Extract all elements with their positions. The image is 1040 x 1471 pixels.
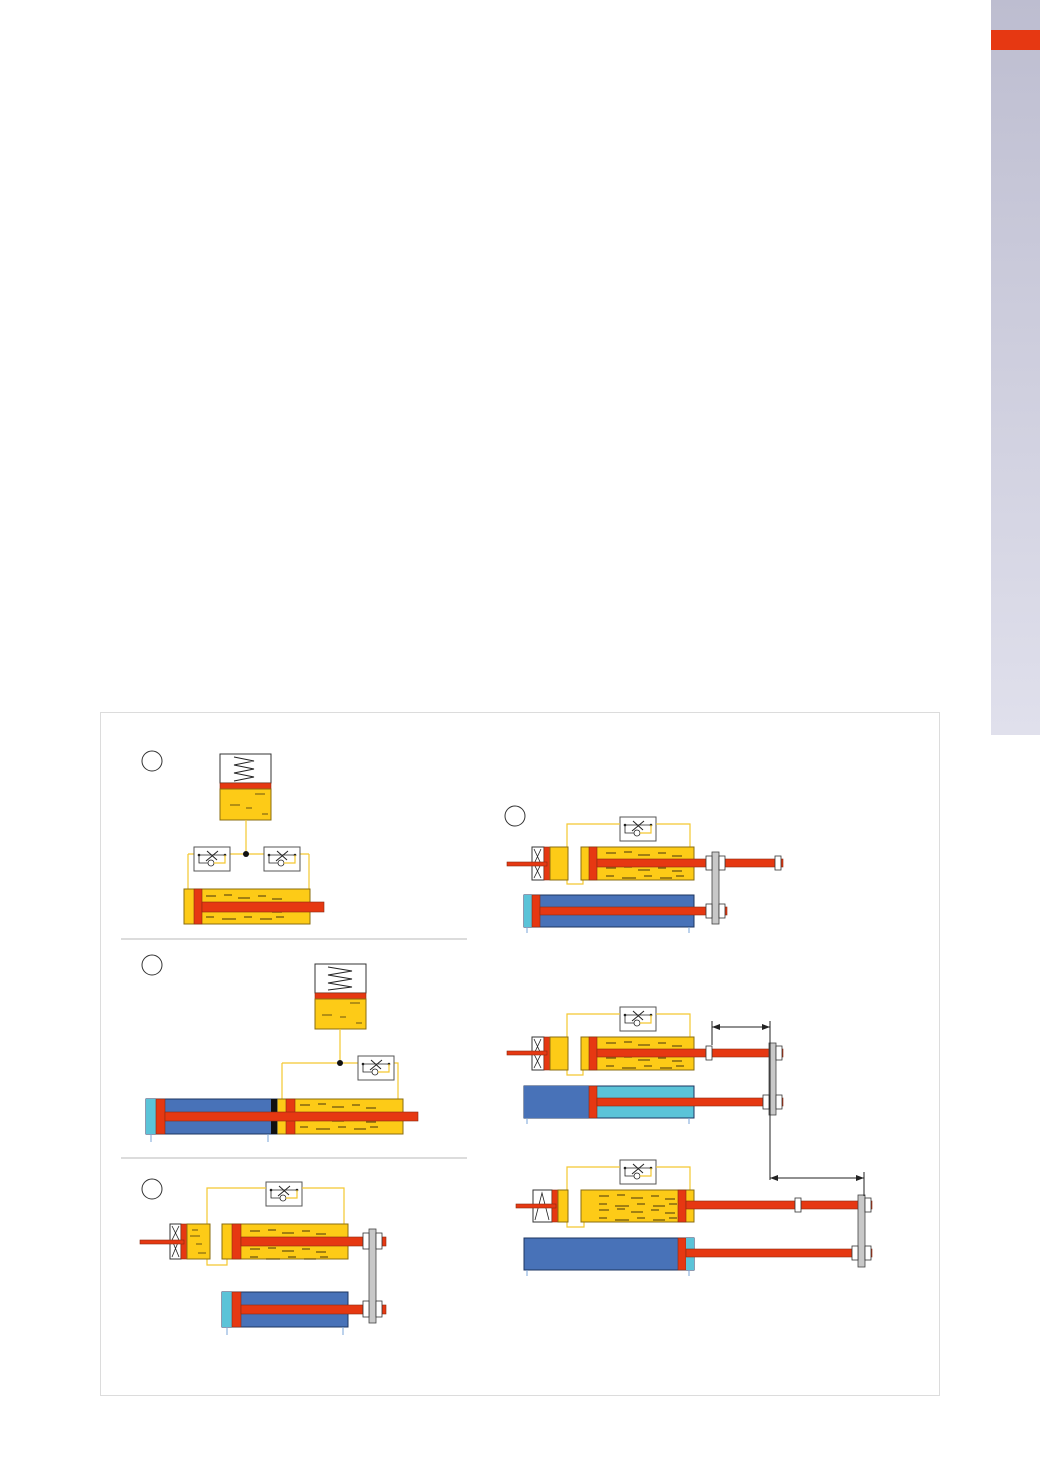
panel-3 (139, 1178, 387, 1335)
panel-2-marker (141, 954, 163, 976)
oil-cylinder (221, 1223, 387, 1260)
panel-1 (141, 750, 325, 925)
spring-accumulator (219, 753, 272, 821)
oil-cylinder (183, 888, 325, 925)
panel-4 (504, 805, 873, 1276)
throttle-check-valve (619, 1006, 657, 1032)
panel-2 (141, 954, 419, 1142)
nuts (362, 1232, 383, 1318)
brake-cylinder-small (139, 1223, 211, 1260)
stroke-dimension-2 (770, 1172, 865, 1196)
tandem-cylinder (145, 1098, 419, 1142)
panel-1-marker (141, 750, 163, 772)
air-cylinder (221, 1291, 387, 1335)
stage-b (506, 1006, 784, 1180)
panel-4-marker (504, 805, 526, 827)
side-tab-bar (991, 0, 1040, 735)
throttle-check-valve-left (193, 846, 231, 872)
stage-c (515, 1159, 873, 1276)
throttle-check-valve (357, 1055, 395, 1081)
diagram-frame (100, 712, 940, 1396)
panel-3-marker (141, 1178, 163, 1200)
stage-a (506, 816, 784, 933)
yoke-link (368, 1228, 377, 1324)
throttle-check-valve-right (263, 846, 301, 872)
spring-accumulator (314, 963, 367, 1030)
throttle-check-valve (619, 1159, 657, 1185)
stroke-dimension-1 (711, 1021, 771, 1180)
throttle-check-valve (265, 1181, 303, 1207)
section-marker (991, 30, 1040, 50)
throttle-check-valve (619, 816, 657, 842)
